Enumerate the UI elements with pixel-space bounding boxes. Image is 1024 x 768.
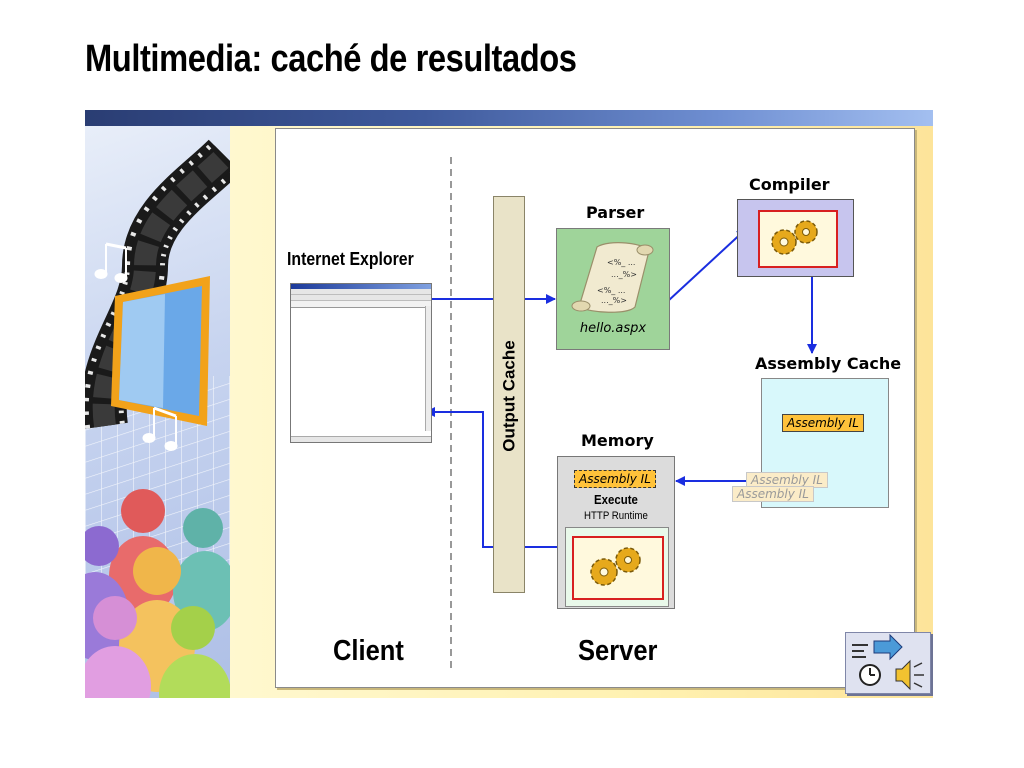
parser-code-line-3: <%_ ... bbox=[597, 286, 625, 295]
compiler-gears-panel bbox=[758, 210, 838, 268]
output-cache-diagram: Internet Explorer Output Cache Parser <%… bbox=[275, 128, 915, 688]
assembly-il-in-memory: Assembly IL bbox=[574, 470, 656, 488]
memory-label: Memory bbox=[581, 431, 654, 450]
http-runtime-label: HTTP Runtime bbox=[584, 510, 648, 522]
output-cache-label: Output Cache bbox=[500, 339, 520, 452]
assembly-il-transit-1: Assembly IL bbox=[746, 472, 828, 488]
parser-label: Parser bbox=[586, 203, 645, 222]
client-label: Client bbox=[333, 635, 404, 667]
output-cache-column: Output Cache bbox=[493, 196, 525, 593]
browser-window-thumbnail bbox=[290, 283, 432, 443]
assembly-il-transit-2: Assembly IL bbox=[732, 486, 814, 502]
music-notes-icon bbox=[94, 242, 178, 451]
title-accent-bar bbox=[85, 110, 933, 126]
assembly-il-cached: Assembly IL bbox=[782, 414, 864, 432]
play-media-icon bbox=[852, 633, 924, 691]
scroll-icon: <%_ ... ..._%> <%_ ... ..._%> bbox=[571, 242, 654, 313]
parser-code-line-1: <%_ ... bbox=[607, 258, 635, 267]
film-strip-icon bbox=[85, 139, 230, 429]
runtime-gears-panel bbox=[572, 536, 664, 600]
people-icon bbox=[85, 489, 230, 698]
parser-code-line-4: ..._%> bbox=[601, 296, 627, 305]
decorative-side-panel bbox=[85, 126, 230, 698]
execute-label: Execute bbox=[594, 492, 638, 507]
parser-box: <%_ ... ..._%> <%_ ... ..._%> hello.aspx bbox=[556, 228, 670, 350]
compiler-label: Compiler bbox=[749, 175, 830, 194]
parser-filename: hello.aspx bbox=[579, 321, 647, 336]
decoration-illustration bbox=[85, 139, 230, 698]
gear-icon bbox=[771, 220, 818, 255]
internet-explorer-label: Internet Explorer bbox=[287, 249, 414, 269]
page-title: Multimedia: caché de resultados bbox=[85, 38, 577, 80]
sound-play-icon[interactable] bbox=[845, 632, 931, 694]
gear-icon bbox=[590, 547, 641, 586]
compiler-box bbox=[737, 199, 854, 277]
http-runtime-panel bbox=[565, 527, 669, 607]
assembly-cache-label: Assembly Cache bbox=[755, 354, 902, 373]
parser-code-line-2: ..._%> bbox=[611, 270, 637, 279]
memory-box: Assembly IL Execute HTTP Runtime bbox=[557, 456, 675, 609]
server-label: Server bbox=[578, 635, 658, 667]
